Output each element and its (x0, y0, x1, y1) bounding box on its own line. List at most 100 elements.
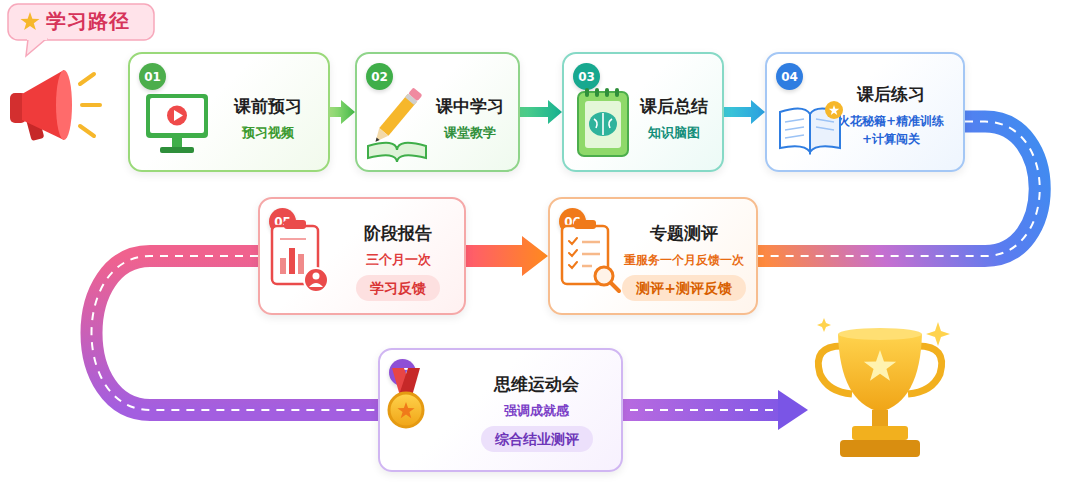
magnifier-handle (611, 283, 619, 291)
step-number: 04 (776, 63, 803, 90)
open-book (368, 143, 426, 162)
book-lines (785, 119, 834, 138)
person-body (309, 283, 323, 287)
pencil-tip (371, 128, 389, 146)
flow-connector (330, 100, 355, 124)
flow-connector (466, 236, 548, 276)
step-number: 06 (559, 208, 586, 235)
step-subtitle: 强调成就感 (504, 402, 569, 420)
pencil-eraser (408, 87, 422, 101)
step-title: 专题测评 (650, 221, 718, 245)
megaphone-ray (80, 126, 94, 136)
play-triangle (174, 110, 183, 121)
chart-bar (298, 254, 304, 274)
medal-star (397, 402, 414, 418)
notebook-cover (578, 92, 628, 156)
trophy-cup (838, 334, 922, 412)
play-button (167, 106, 187, 126)
step-box: 06 专题测评重服务一个月反馈一次测评+测评反馈 (548, 197, 758, 315)
notebook-ring (585, 88, 589, 97)
text-column: 课前预习预习视频 (216, 94, 320, 142)
step-box: 03 课后总结知识脑图 (562, 52, 724, 172)
book-badge (825, 101, 843, 119)
step-title: 课中学习 (436, 94, 504, 118)
step-number: 03 (573, 63, 600, 90)
clipboard-board (272, 226, 318, 284)
notebook-ring (605, 88, 609, 97)
flow-connector (724, 100, 765, 124)
step-tag: 学习反馈 (356, 275, 440, 301)
trophy-star (864, 350, 896, 381)
clipboard-line (280, 238, 306, 240)
check-marks (569, 238, 577, 268)
step-title: 课后练习 (857, 82, 925, 106)
trophy-base (840, 440, 920, 457)
trophy-base (852, 426, 908, 440)
sparkle (926, 322, 950, 346)
flow-arrow (520, 100, 562, 124)
badge-tail-cover (27, 36, 47, 40)
step-number: 07 (389, 359, 416, 386)
medal-icon (389, 368, 423, 427)
chart-bar (280, 258, 286, 274)
text-column: 课中学习课堂教学 (429, 94, 510, 142)
monitor-frame (146, 94, 208, 138)
megaphone-body (22, 70, 64, 140)
clipboard-clip (284, 220, 306, 229)
step-box: 04 课后练习火花秘籍+精准训练+计算闯关 (765, 52, 965, 172)
step-subtitle: 课堂教学 (444, 124, 496, 142)
text-column: 专题测评重服务一个月反馈一次测评+测评反馈 (620, 221, 748, 301)
step-tag: 综合结业测评 (481, 426, 593, 452)
step-subtitle: 知识脑图 (648, 124, 700, 142)
text-column: 课后练习火花秘籍+精准训练+计算闯关 (827, 82, 955, 148)
text-column: 思维运动会强调成就感综合结业测评 (460, 372, 613, 452)
step-subtitle: 预习视频 (242, 124, 294, 142)
text-column: 阶段报告三个月一次学习反馈 (340, 221, 456, 301)
megaphone-ray (82, 103, 100, 107)
brain-lines (594, 113, 612, 135)
step-subtitle: 三个月一次 (366, 251, 431, 269)
clipboard-board (562, 226, 608, 284)
megaphone-ray (80, 74, 94, 84)
text-column: 课后总结知识脑图 (634, 94, 714, 142)
practice-book-icon (780, 101, 843, 152)
trophy-handle (908, 346, 942, 394)
flow-connector (520, 100, 562, 124)
step-box: 01 课前预习预习视频 (128, 52, 330, 172)
magnifier-lens (595, 267, 613, 285)
book-left-page (780, 108, 810, 152)
person-badge (304, 268, 328, 292)
road-arrowhead (778, 390, 808, 430)
check-lines (582, 242, 600, 266)
medal-disc (389, 393, 423, 427)
pencil (371, 87, 423, 145)
monitor-screen (150, 98, 204, 133)
step-number: 01 (139, 63, 166, 90)
trophy-rim (838, 328, 922, 340)
pencil-band (405, 94, 417, 106)
flow-arrow (724, 100, 765, 124)
brain-shape (589, 112, 617, 136)
road-dash (600, 409, 776, 411)
flow-arrow (330, 100, 355, 124)
medal-ribbon (400, 368, 420, 396)
step-box: 05 阶段报告三个月一次学习反馈 (258, 197, 466, 315)
step-subtitle: 火花秘籍+精准训练+计算闯关 (834, 112, 949, 148)
video-monitor-icon (146, 94, 208, 153)
megaphone-handle (25, 111, 45, 141)
step-title: 课前预习 (234, 94, 302, 118)
trophy-icon (817, 318, 950, 457)
trophy-stem (872, 410, 888, 428)
step-title: 阶段报告 (364, 221, 432, 245)
megaphone-icon (10, 70, 100, 141)
pencil-lead (374, 137, 380, 143)
step-box: 07思维运动会强调成就感综合结业测评 (378, 348, 623, 472)
road-to-trophy (600, 399, 782, 421)
megaphone-back (10, 93, 26, 123)
pencil-book-icon (368, 87, 426, 162)
report-clipboard-icon (272, 220, 328, 292)
step-number: 05 (269, 208, 296, 235)
test-clipboard-icon (562, 220, 619, 291)
monitor-stand (172, 138, 182, 148)
